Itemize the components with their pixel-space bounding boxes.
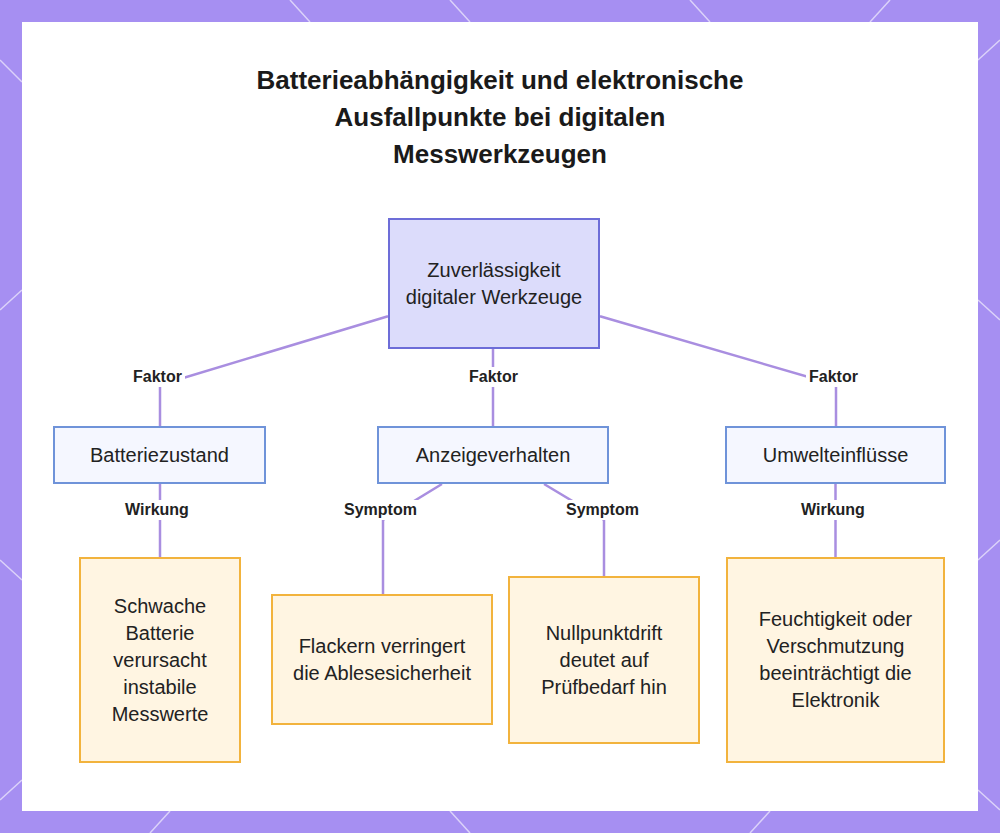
connector-line <box>600 316 836 426</box>
node-text: Zuverlässigkeit digitaler Werkzeuge <box>400 257 588 311</box>
white-panel <box>22 22 978 811</box>
node-text: Anzeigeverhalten <box>416 442 571 469</box>
edge-label: Wirkung <box>798 500 868 520</box>
symptom-box: Nullpunktdrift deutet auf Prüfbedarf hin <box>508 576 700 744</box>
node-text-group: Zuverlässigkeit digitaler Werkzeuge <box>400 257 588 311</box>
edge-label: Faktor <box>466 367 521 387</box>
node-text: Feuchtigkeit oder Verschmutzung beeinträ… <box>738 606 933 714</box>
factor-box: Umwelteinflüsse <box>725 426 946 484</box>
diagram-title: Batterieabhängigkeit und elektronische A… <box>250 62 750 173</box>
node-text-group: Feuchtigkeit oder Verschmutzung beeinträ… <box>738 606 933 714</box>
edge-label: Symptom <box>341 500 420 520</box>
node-text: Nullpunktdrift deutet auf Prüfbedarf hin <box>520 620 688 701</box>
edge-label: Faktor <box>806 367 861 387</box>
effect-box: Schwache Batterie verursacht instabile M… <box>79 557 241 763</box>
node-text: Schwache Batterie verursacht instabile M… <box>91 593 229 728</box>
edge-label: Wirkung <box>122 500 192 520</box>
factor-box: Anzeigeverhalten <box>377 426 609 484</box>
connector-line <box>160 316 388 426</box>
connector-line <box>159 484 162 557</box>
factor-box: Batteriezustand <box>53 426 266 484</box>
symptom-box: Flackern verringert die Ablesesicherheit <box>271 594 493 725</box>
node-text-group: Anzeigeverhalten <box>416 442 571 469</box>
connector-line <box>544 484 604 576</box>
node-text-group: Schwache Batterie verursacht instabile M… <box>91 593 229 728</box>
node-text: Flackern verringert die Ablesesicherheit <box>283 633 481 687</box>
node-text: Batteriezustand <box>90 442 229 469</box>
node-text: Umwelteinflüsse <box>763 442 909 469</box>
effect-box: Feuchtigkeit oder Verschmutzung beeinträ… <box>726 557 945 763</box>
node-text-group: Umwelteinflüsse <box>763 442 909 469</box>
connector-line <box>834 484 837 557</box>
node-text-group: Flackern verringert die Ablesesicherheit <box>283 633 481 687</box>
edge-label: Symptom <box>563 500 642 520</box>
node-text-group: Nullpunktdrift deutet auf Prüfbedarf hin <box>520 620 688 701</box>
edge-label: Faktor <box>130 367 185 387</box>
root-box: Zuverlässigkeit digitaler Werkzeuge <box>388 218 600 349</box>
node-text-group: Batteriezustand <box>90 442 229 469</box>
connector-line <box>492 349 495 426</box>
